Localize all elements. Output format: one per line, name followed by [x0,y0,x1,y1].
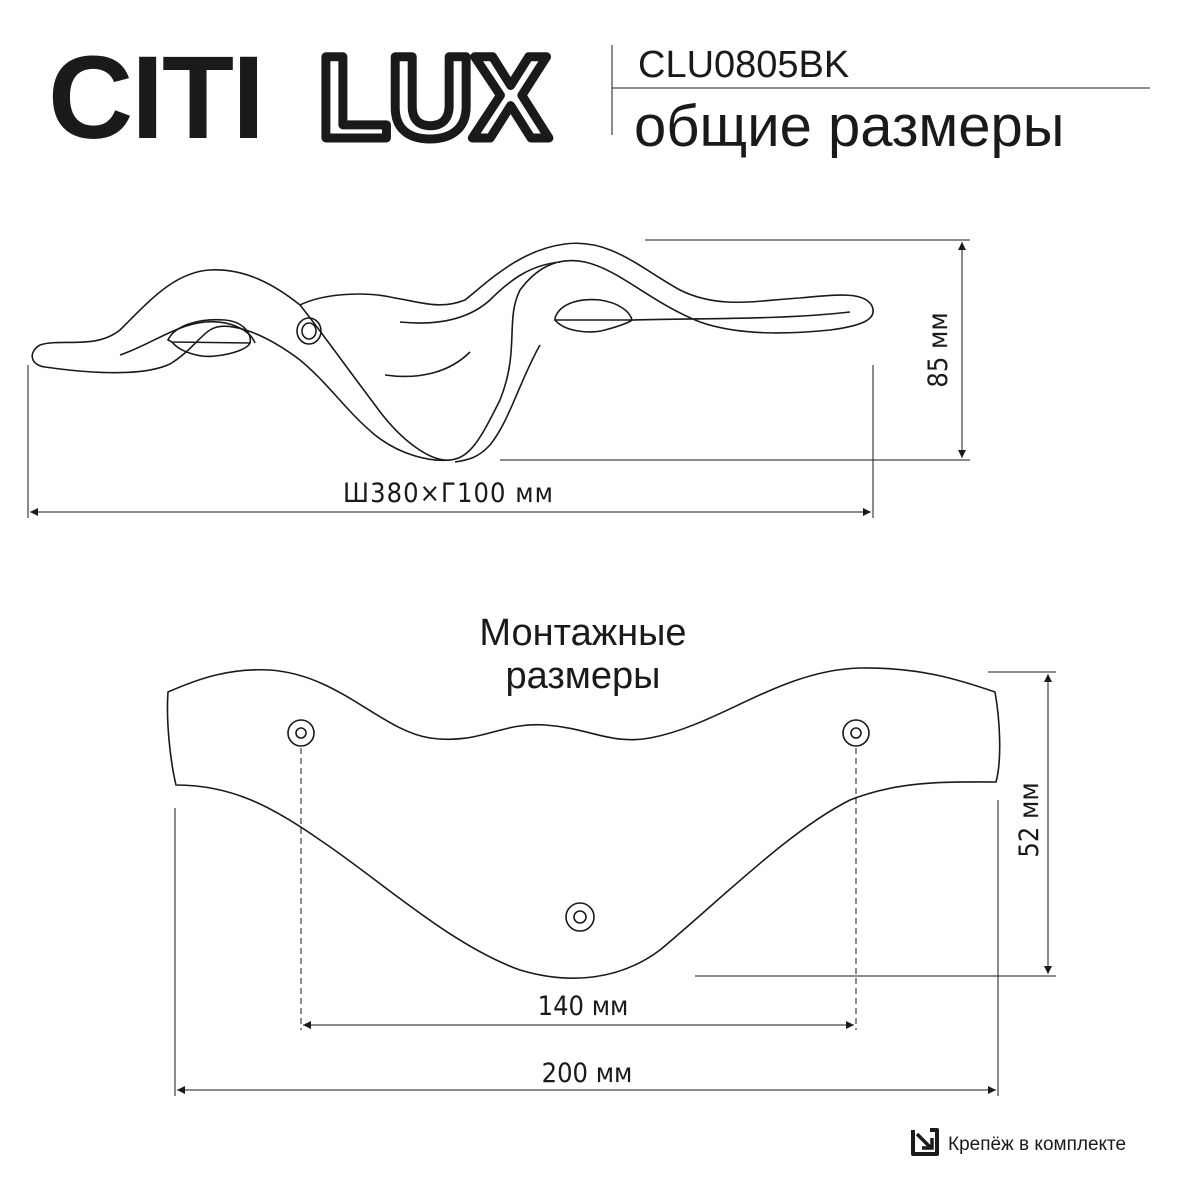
plate-height-label: 52 мм [1014,782,1045,857]
plate-width-label: 200 мм [542,1058,633,1089]
logo-outline-text: LUX [318,32,549,164]
height-label: 85 мм [923,312,954,387]
fasteners-note: Крепёж в комплекте [948,1134,1126,1155]
hole-spacing-label: 140 мм [538,991,629,1022]
subtitle: общие размеры [634,94,1065,159]
mounting-title-line1: Монтажные [479,612,686,654]
logo: CITI LUX [48,28,556,169]
arrow-into-box-icon [911,1128,939,1156]
logo-solid-text: CITI [48,32,263,164]
overall-dimensions: Ш380×Г100 мм 85 мм [27,239,970,518]
product-side-view [31,242,874,463]
mounting-hole-right [842,719,870,747]
width-depth-label: Ш380×Г100 мм [343,478,553,509]
mounting-hole-center [565,902,595,932]
model-number: CLU0805BK [638,44,849,86]
mounting-hole-left [287,719,315,747]
mounting-title-line2: размеры [506,655,661,697]
mounting-plate [166,667,1001,979]
mounting-dimensions: 140 мм 200 мм 52 мм [174,671,1056,1096]
